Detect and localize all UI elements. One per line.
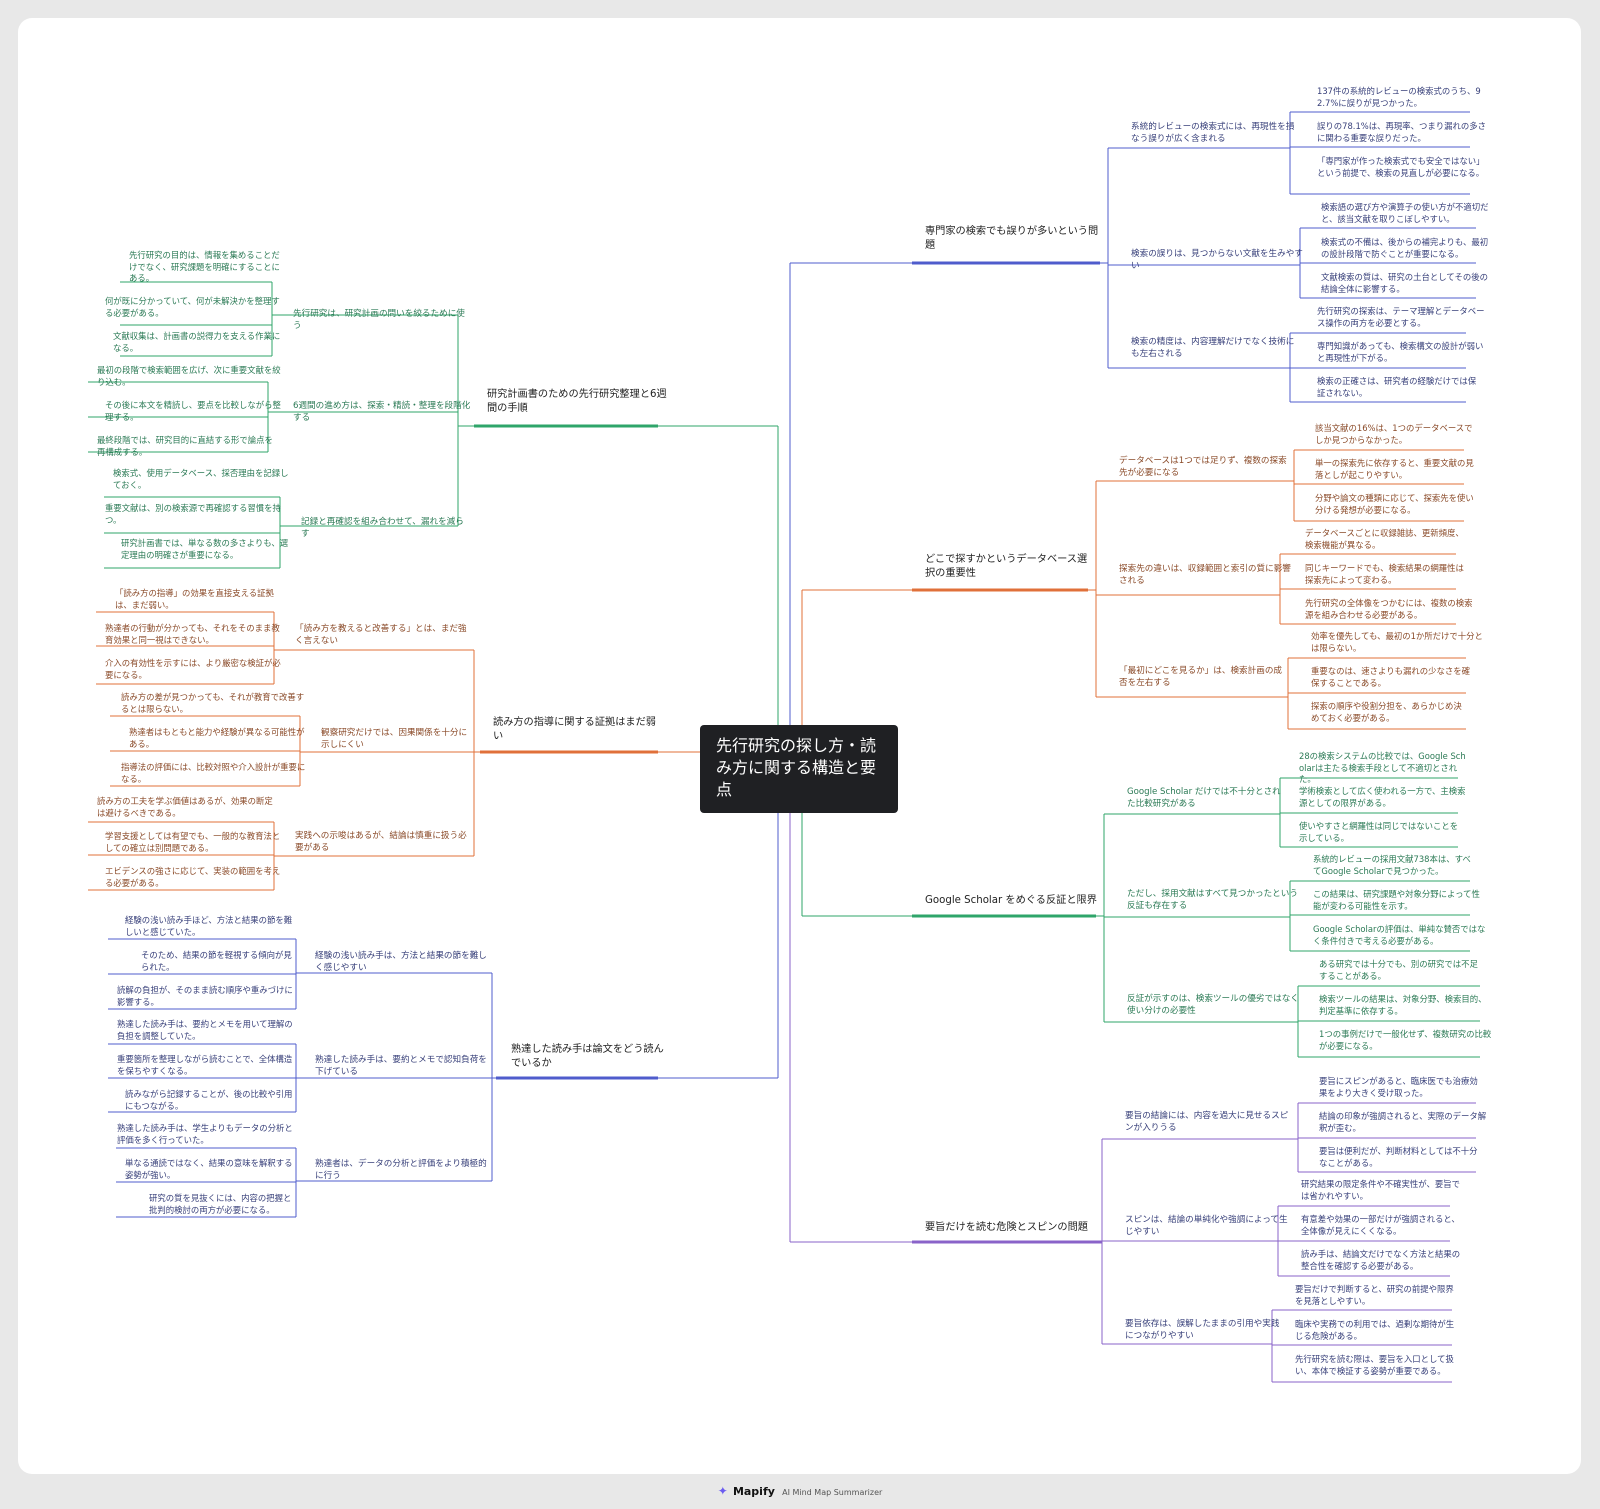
branch-title[interactable]: 研究計画書のための先行研究整理と6週間の手順 xyxy=(487,389,667,414)
sub-node[interactable]: 記録と再確認を組み合わせて、漏れを減らす xyxy=(301,517,464,539)
leaf-node[interactable]: 誤りの78.1%は、再現率、つまり漏れの多さに関わる重要な誤りだった。 xyxy=(1317,121,1486,143)
connector-lines xyxy=(88,111,1480,1383)
leaf-node[interactable]: 系統的レビューの採用文献738本は、すべてGoogle Scholarで見つかっ… xyxy=(1313,854,1471,876)
sub-node[interactable]: 系統的レビューの検索式には、再現性を損なう誤りが広く含まれる xyxy=(1131,122,1295,144)
branch-title[interactable]: どこで探すかというデータベース選択の重要性 xyxy=(925,554,1088,579)
leaf-node[interactable]: 研究計画書では、単なる数の多さよりも、選定理由の明確さが重要になる。 xyxy=(121,538,289,560)
sub-node[interactable]: 要旨依存は、誤解したままの引用や実践につながりやすい xyxy=(1125,1319,1280,1341)
sub-node[interactable]: 「読み方を教えると改善する」とは、まだ強く言えない xyxy=(295,624,467,646)
footer: ✦ Mapify AI Mind Map Summarizer xyxy=(0,1484,1600,1498)
leaf-node[interactable]: 「専門家が作った検索式でも安全ではない」という前提で、検索の見直しが必要になる。 xyxy=(1317,156,1485,178)
leaf-node[interactable]: 先行研究の探索は、テーマ理解とデータベース操作の両方を必要とする。 xyxy=(1317,306,1485,328)
branch-title[interactable]: 要旨だけを読む危険とスピンの問題 xyxy=(925,1222,1088,1233)
leaf-node[interactable]: 該当文献の16%は、1つのデータベースでしか見つからなかった。 xyxy=(1315,423,1473,445)
leaf-node[interactable]: 経験の浅い読み手ほど、方法と結果の節を難しいと感じていた。 xyxy=(125,915,293,937)
leaf-node[interactable]: 検索式、使用データベース、採否理由を記録しておく。 xyxy=(113,468,289,490)
sub-node[interactable]: ただし、採用文献はすべて見つかったという反証も存在する xyxy=(1127,889,1298,911)
leaf-node[interactable]: 重要箇所を整理しながら読むことで、全体構造を保ちやすくなる。 xyxy=(117,1054,293,1076)
leaf-node[interactable]: 「読み方の指導」の効果を直接支える証拠は、まだ弱い。 xyxy=(115,588,274,610)
leaf-node[interactable]: 使いやすさと網羅性は同じではないことを示している。 xyxy=(1299,821,1459,843)
sub-node[interactable]: Google Scholar だけでは不十分とされた比較研究がある xyxy=(1127,787,1281,809)
leaf-node[interactable]: 読みながら記録することが、後の比較や引用にもつながる。 xyxy=(125,1089,293,1111)
leaf-node[interactable]: そのため、結果の節を軽視する傾向が見られた。 xyxy=(141,950,292,972)
leaf-node[interactable]: 研究の質を見抜くには、内容の把握と批判的検討の両方が必要になる。 xyxy=(149,1193,292,1215)
leaf-node[interactable]: 指導法の評価には、比較対照や介入設計が重要になる。 xyxy=(121,762,306,784)
leaf-node[interactable]: その後に本文を精読し、要点を比較しながら整理する。 xyxy=(105,400,281,422)
leaf-node[interactable]: 臨床や実務での利用では、過剰な期待が生じる危険がある。 xyxy=(1295,1319,1455,1341)
branch-title[interactable]: 専門家の検索でも誤りが多いという問題 xyxy=(925,226,1099,251)
leaf-node[interactable]: Google Scholarの評価は、単純な賛否ではなく条件付きで考える必要があ… xyxy=(1313,924,1486,946)
leaf-node[interactable]: 読解の負担が、そのまま読む順序や重みづけに影響する。 xyxy=(117,985,293,1007)
sub-node[interactable]: 検索の精度は、内容理解だけでなく技術にも左右される xyxy=(1131,337,1295,359)
leaf-node[interactable]: 読み方の差が見つかっても、それが教育で改善するとは限らない。 xyxy=(121,692,305,714)
leaf-node[interactable]: 先行研究の全体像をつかむには、複数の検索源を組み合わせる必要がある。 xyxy=(1305,598,1473,620)
leaf-node[interactable]: 最終段階では、研究目的に直結する形で論点を再構成する。 xyxy=(97,435,273,457)
sub-node[interactable]: 要旨の結論には、内容を過大に見せるスピンが入りうる xyxy=(1125,1111,1289,1133)
leaf-node[interactable]: エビデンスの強さに応じて、実装の範囲を考える必要がある。 xyxy=(105,866,281,888)
sub-node[interactable]: 6週間の進め方は、探索・精読・整理を段階化する xyxy=(293,401,471,423)
leaf-node[interactable]: 検索語の選び方や演算子の使い方が不適切だと、該当文献を取りこぼしやすい。 xyxy=(1321,202,1489,224)
leaf-node[interactable]: 文献収集は、計画書の説得力を支える作業になる。 xyxy=(113,331,281,353)
leaf-node[interactable]: 要旨は便利だが、判断材料としては不十分なことがある。 xyxy=(1319,1146,1478,1168)
sub-node[interactable]: 熟達した読み手は、要約とメモで認知負荷を下げている xyxy=(315,1055,487,1077)
leaf-node[interactable]: 分野や論文の種類に応じて、探索先を使い分ける発想が必要になる。 xyxy=(1315,493,1474,515)
mind-map-canvas: 先行研究の探し方・読み方に関する構造と要点 専門家の検索でも誤りが多いという問題… xyxy=(18,18,1581,1474)
leaf-node[interactable]: この結果は、研究課題や対象分野によって性能が変わる可能性を示す。 xyxy=(1313,889,1480,911)
leaf-node[interactable]: 熟達した読み手は、要約とメモを用いて理解の負担を調整していた。 xyxy=(117,1019,293,1041)
leaf-node[interactable]: 同じキーワードでも、検索結果の網羅性は探索先によって変わる。 xyxy=(1305,563,1464,585)
leaf-node[interactable]: 単一の探索先に依存すると、重要文献の見落としが起こりやすい。 xyxy=(1315,458,1474,480)
sub-node[interactable]: 反証が示すのは、検索ツールの優劣ではなく使い分けの必要性 xyxy=(1127,994,1299,1016)
leaf-node[interactable]: 研究結果の限定条件や不確実性が、要旨では省かれやすい。 xyxy=(1301,1179,1460,1201)
leaf-node[interactable]: 読み手は、結論文だけでなく方法と結果の整合性を確認する必要がある。 xyxy=(1301,1249,1461,1271)
leaf-node[interactable]: 先行研究を読む際は、要旨を入口として扱い、本体で検証する姿勢が重要である。 xyxy=(1295,1354,1454,1376)
sub-node[interactable]: 経験の浅い読み手は、方法と結果の節を難しく感じやすい xyxy=(315,951,487,973)
sub-node[interactable]: 検索の誤りは、見つからない文献を生みやすい xyxy=(1131,249,1303,271)
sub-node[interactable]: 探索先の違いは、収録範囲と索引の質に影響される xyxy=(1119,564,1291,586)
leaf-node[interactable]: 要旨にスピンがあると、臨床医でも治療効果をより大きく受け取った。 xyxy=(1319,1076,1478,1098)
leaf-node[interactable]: 何が既に分かっていて、何が未解決かを整理する必要がある。 xyxy=(105,296,280,318)
leaf-node[interactable]: 1つの事例だけで一般化せず、複数研究の比較が必要になる。 xyxy=(1319,1029,1492,1051)
sub-node[interactable]: 先行研究は、研究計画の問いを絞るために使う xyxy=(293,309,465,331)
leaf-node[interactable]: 137件の系統的レビューの検索式のうち、92.7%に誤りが見つかった。 xyxy=(1317,86,1481,108)
branch-title[interactable]: Google Scholar をめぐる反証と限界 xyxy=(925,895,1097,906)
leaf-node[interactable]: 専門知識があっても、検索構文の設計が弱いと再現性が下がる。 xyxy=(1317,341,1484,363)
leaf-node[interactable]: 効率を優先しても、最初の1か所だけで十分とは限らない。 xyxy=(1311,631,1483,653)
leaf-node[interactable]: 熟達した読み手は、学生よりもデータの分析と評価を多く行っていた。 xyxy=(117,1123,293,1145)
branch-title[interactable]: 読み方の指導に関する証拠はまだ弱い xyxy=(493,717,656,742)
sub-node[interactable]: 熟達者は、データの分析と評価をより積極的に行う xyxy=(315,1159,487,1181)
leaf-node[interactable]: 検索ツールの結果は、対象分野、検索目的、判定基準に依存する。 xyxy=(1319,994,1487,1016)
sub-node[interactable]: 実践への示唆はあるが、結論は慎重に扱う必要がある xyxy=(295,831,467,853)
leaf-node[interactable]: 学術検索として広く使われる一方で、主検索源としての限界がある。 xyxy=(1299,786,1466,808)
sub-node[interactable]: 観察研究だけでは、因果関係を十分に示しにくい xyxy=(321,728,468,750)
mapify-logo-icon: ✦ xyxy=(717,1484,728,1498)
sub-node[interactable]: データベースは1つでは足りず、複数の探索先が必要になる xyxy=(1119,456,1287,478)
leaf-node[interactable]: 熟達者はもともと能力や経験が異なる可能性がある。 xyxy=(129,727,305,749)
leaf-node[interactable]: ある研究では十分でも、別の研究では不足することがある。 xyxy=(1319,959,1478,981)
leaf-node[interactable]: 探索の順序や役割分担を、あらかじめ決めておく必要がある。 xyxy=(1311,701,1462,723)
leaf-node[interactable]: 熟達者の行動が分かっても、それをそのまま教育効果と同一視はできない。 xyxy=(105,623,280,645)
leaf-node[interactable]: 先行研究の目的は、情報を集めることだけでなく、研究課題を明確にすることにある。 xyxy=(129,250,280,283)
leaf-node[interactable]: 重要なのは、速さよりも漏れの少なさを確保することである。 xyxy=(1311,666,1470,688)
leaf-node[interactable]: 28の検索システムの比較では、Google Scholarは主たる検索手段として… xyxy=(1299,751,1466,784)
leaf-node[interactable]: 重要文献は、別の検索源で再確認する習慣を持つ。 xyxy=(105,503,281,525)
sub-node[interactable]: スピンは、結論の単純化や強調によって生じやすい xyxy=(1125,1215,1288,1237)
leaf-node[interactable]: 学習支援としては有望でも、一般的な教育法としての確立は別問題である。 xyxy=(105,831,281,853)
leaf-node[interactable]: 文献検索の質は、研究の土台としてその後の結論全体に影響する。 xyxy=(1321,272,1488,294)
footer-tagline: AI Mind Map Summarizer xyxy=(782,1488,883,1497)
leaf-node[interactable]: 最初の段階で検索範囲を広げ、次に重要文献を絞り込む。 xyxy=(97,365,281,387)
leaf-node[interactable]: 検索式の不備は、後からの補完よりも、最初の設計段階で防ぐことが重要になる。 xyxy=(1321,237,1489,259)
leaf-node[interactable]: データベースごとに収録雑誌、更新頻度、検索機能が異なる。 xyxy=(1305,528,1464,550)
footer-brand[interactable]: Mapify xyxy=(732,1485,775,1498)
leaf-node[interactable]: 単なる通読ではなく、結果の意味を解釈する姿勢が強い。 xyxy=(125,1158,293,1180)
leaf-node[interactable]: 介入の有効性を示すには、より厳密な検証が必要になる。 xyxy=(105,658,281,680)
leaf-node[interactable]: 検索の正確さは、研究者の経験だけでは保証されない。 xyxy=(1317,376,1477,398)
leaf-node[interactable]: 有意差や効果の一部だけが強調されると、全体像が見えにくくなる。 xyxy=(1301,1214,1460,1236)
leaf-node[interactable]: 要旨だけで判断すると、研究の前提や限界を見落としやすい。 xyxy=(1295,1284,1454,1306)
leaf-node[interactable]: 結論の印象が強調されると、実際のデータ解釈が歪む。 xyxy=(1319,1111,1487,1133)
sub-node[interactable]: 「最初にどこを見るか」は、検索計画の成否を左右する xyxy=(1119,666,1283,688)
root-node[interactable]: 先行研究の探し方・読み方に関する構造と要点 xyxy=(700,725,898,813)
branch-title[interactable]: 熟達した読み手は論文をどう読んでいるか xyxy=(511,1044,664,1069)
leaf-node[interactable]: 読み方の工夫を学ぶ価値はあるが、効果の断定は避けるべきである。 xyxy=(97,796,273,818)
